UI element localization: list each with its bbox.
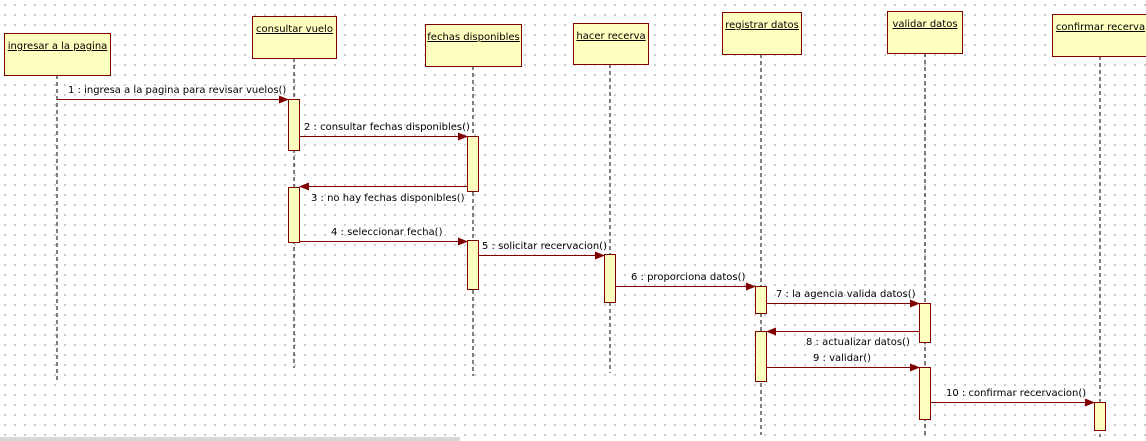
activation-bar-registrar <box>755 286 767 314</box>
object-box <box>252 16 337 59</box>
object-label: fechas disponibles <box>427 32 519 43</box>
message-label: 9 : validar() <box>813 353 871 364</box>
object-box <box>1052 14 1146 57</box>
object-confirmar[interactable]: confirmar recerva <box>1052 14 1146 57</box>
message-1[interactable]: 1 : ingresa a la pagina para revisar vue… <box>57 85 289 104</box>
object-label: confirmar recerva <box>1056 22 1145 33</box>
activation-bar-validar <box>919 303 931 343</box>
message-3[interactable]: 3 : no hay fechas disponibles() <box>299 182 467 205</box>
message-2[interactable]: 2 : consultar fechas disponibles() <box>300 122 470 141</box>
message-label: 3 : no hay fechas disponibles() <box>311 193 465 204</box>
object-consultar[interactable]: consultar vuelo <box>252 16 337 59</box>
object-label: consultar vuelo <box>256 24 333 35</box>
activation-bar-validar <box>919 367 931 420</box>
message-5[interactable]: 5 : solicitar recervacion() <box>479 241 607 260</box>
activation-bar-registrar <box>755 331 767 382</box>
object-fechas[interactable]: fechas disponibles <box>425 24 522 67</box>
message-6[interactable]: 6 : proporciona datos() <box>616 272 756 291</box>
activation-bar-fechas <box>467 136 479 192</box>
message-4[interactable]: 4 : seleccionar fecha() <box>300 227 468 246</box>
message-label: 4 : seleccionar fecha() <box>331 227 443 238</box>
object-validar[interactable]: validar datos <box>887 11 963 54</box>
object-hacer[interactable]: hacer recerva <box>573 23 649 65</box>
object-box <box>425 24 522 67</box>
object-label: ingresar a la pagina <box>8 41 108 52</box>
message-10[interactable]: 10 : confirmar recervacion() <box>931 388 1095 407</box>
activation-bar-consultar <box>288 187 300 243</box>
horizontal-scrollbar[interactable] <box>0 437 460 441</box>
message-label: 8 : actualizar datos() <box>806 337 910 348</box>
object-box <box>887 11 963 54</box>
message-7[interactable]: 7 : la agencia valida datos() <box>767 289 920 308</box>
activation-bar-hacer <box>604 254 616 303</box>
message-label: 10 : confirmar recervacion() <box>946 388 1086 399</box>
message-label: 6 : proporciona datos() <box>631 272 745 283</box>
message-label: 7 : la agencia valida datos() <box>776 289 916 300</box>
object-label: hacer recerva <box>576 31 645 42</box>
message-9[interactable]: 9 : validar() <box>767 353 920 372</box>
message-label: 2 : consultar fechas disponibles() <box>304 122 470 133</box>
object-label: validar datos <box>892 19 957 30</box>
object-label: registrar datos <box>725 20 799 31</box>
object-box <box>4 33 111 76</box>
activation-bar-fechas <box>467 240 479 290</box>
object-ingresar[interactable]: ingresar a la pagina <box>4 33 111 76</box>
object-registrar[interactable]: registrar datos <box>722 12 802 55</box>
message-8[interactable]: 8 : actualizar datos() <box>766 327 919 349</box>
message-label: 5 : solicitar recervacion() <box>482 241 607 252</box>
activation-bar-confirmar <box>1094 402 1106 431</box>
object-box <box>722 12 802 55</box>
object-box <box>573 23 649 65</box>
activation-bar-consultar <box>288 99 300 151</box>
message-label: 1 : ingresa a la pagina para revisar vue… <box>68 85 286 96</box>
